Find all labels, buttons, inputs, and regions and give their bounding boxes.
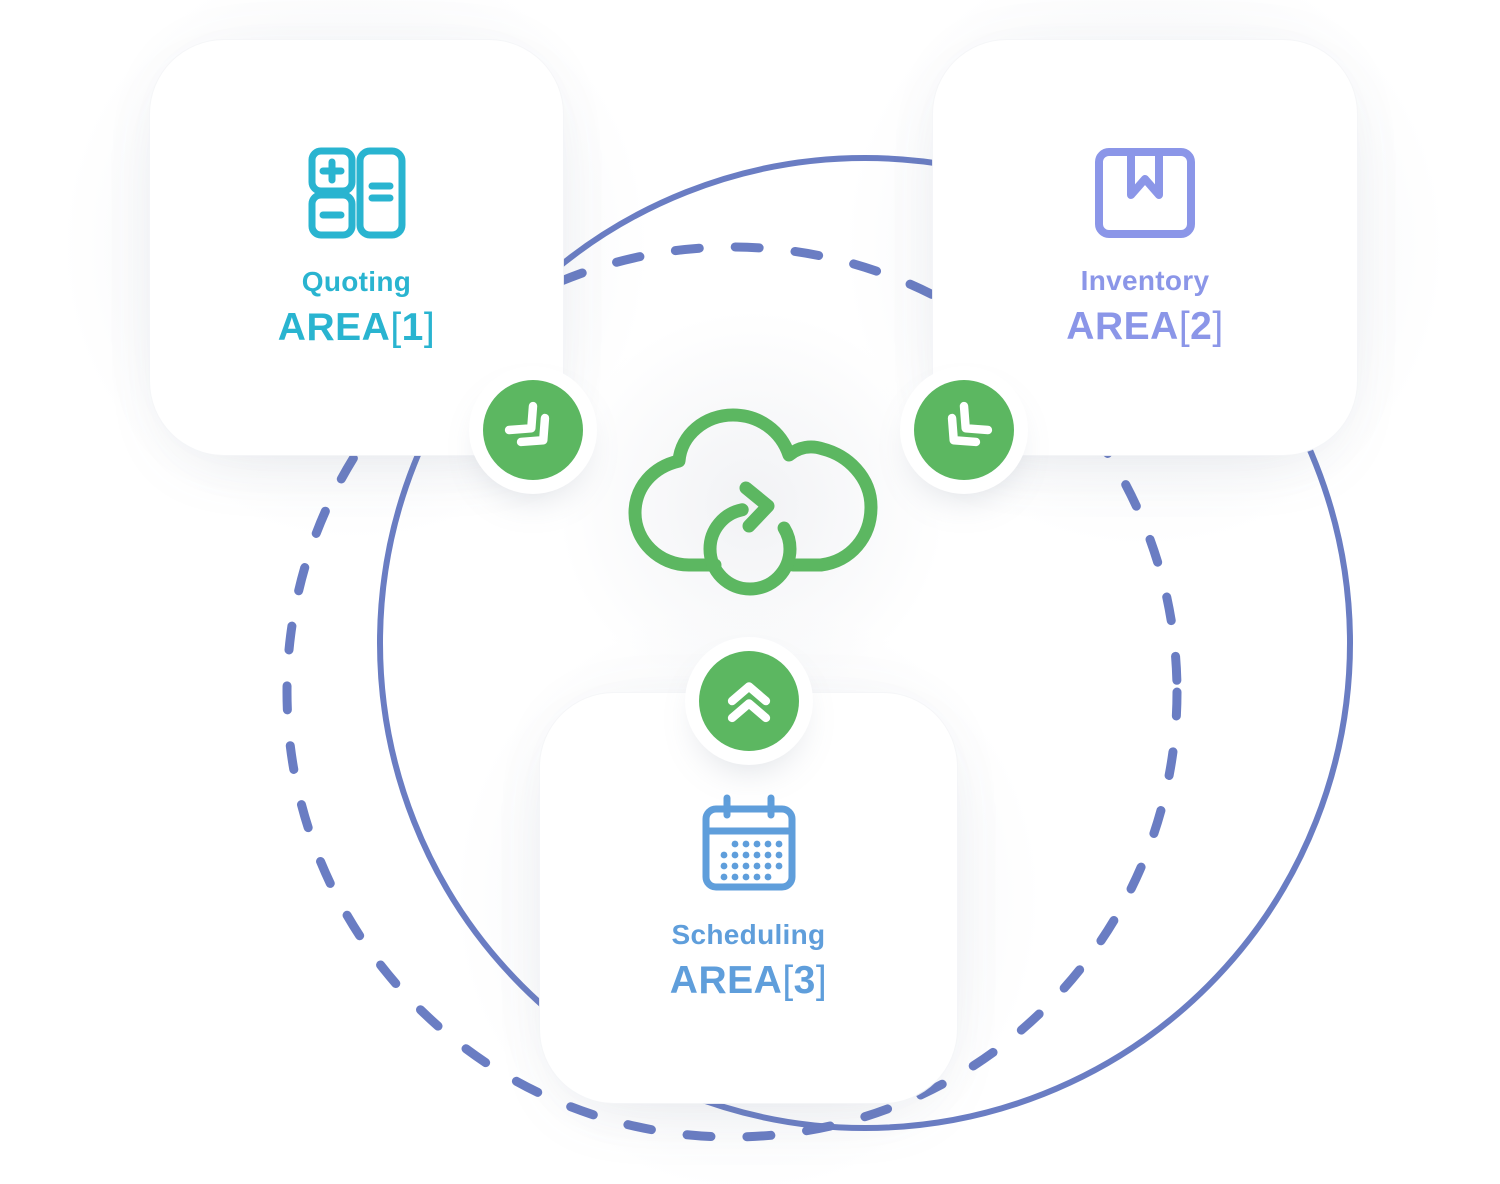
card-area-code: AREA[3] [669,959,828,1002]
solid-orbit-circle [377,155,1353,1131]
dashed-orbit-circle [282,242,1182,1142]
card-label: Scheduling [671,919,826,950]
double-chevron-down-right-icon [483,380,583,480]
double-chevron-up-icon [699,651,799,751]
card-area-code: AREA[1] [277,305,436,349]
card-quoting: Quoting AREA[1] [180,70,533,425]
double-chevron-down-left-icon [914,380,1014,480]
calendar-icon [700,793,798,893]
card-scheduling: Scheduling AREA[3] [570,723,927,1073]
cloud-sync-icon [621,403,889,615]
card-inventory: Inventory AREA[2] [963,70,1327,425]
card-label: Inventory [1080,264,1210,296]
package-icon [1094,147,1196,239]
card-area-code: AREA[2] [1066,304,1224,348]
calculator-icon [307,146,407,240]
card-label: Quoting [301,265,412,297]
